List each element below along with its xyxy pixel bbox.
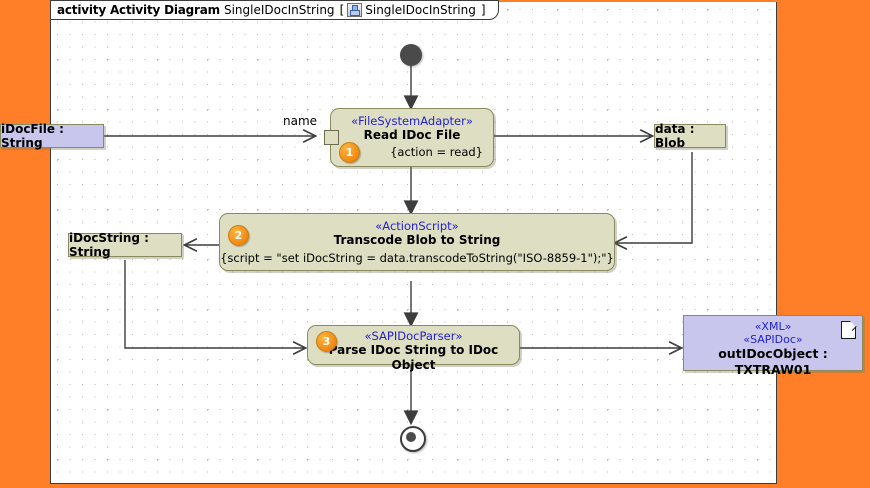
object-node-label: iDocFile : String bbox=[1, 122, 64, 150]
frame-qualified-name: SingleIDocInString bbox=[365, 3, 476, 17]
action-badge-3: 3 bbox=[316, 331, 337, 352]
action-badge-1: 1 bbox=[339, 142, 360, 163]
activity-diagram-icon bbox=[347, 3, 363, 17]
object-node-outidocobject[interactable]: «XML» «SAPIDoc» outIDocObject : TXTRAW01 bbox=[683, 315, 863, 377]
action-stereotype: «FileSystemAdapter» bbox=[351, 114, 473, 128]
action-property: {action = read} bbox=[390, 145, 483, 159]
object-node-data[interactable]: data : Blob bbox=[654, 122, 726, 150]
action-name: Transcode Blob to String bbox=[333, 233, 501, 247]
diagram-frame-header: activity Activity Diagram SingleIDocInSt… bbox=[50, 0, 499, 21]
action-name: Parse IDoc String to IDoc Object bbox=[328, 343, 499, 372]
action-node-transcode-blob-to-string[interactable]: «ActionScript» Transcode Blob to String … bbox=[219, 213, 615, 271]
action-name: Read IDoc File bbox=[363, 128, 461, 142]
input-pin-name[interactable] bbox=[324, 130, 339, 145]
frame-bracket-open: [ bbox=[339, 3, 345, 17]
input-pin-label: name bbox=[283, 114, 318, 128]
initial-node[interactable] bbox=[400, 44, 422, 66]
action-property: {script = "set iDocString = data.transco… bbox=[220, 251, 614, 265]
xml-stereotype-1: «XML» bbox=[754, 320, 792, 333]
action-node-parse-idoc-string[interactable]: «SAPIDocParser» Parse IDoc String to IDo… bbox=[307, 325, 520, 372]
object-node-idocfile[interactable]: iDocFile : String bbox=[0, 122, 104, 150]
frame-type-label: Activity Diagram bbox=[109, 3, 220, 17]
action-stereotype: «SAPIDocParser» bbox=[364, 329, 463, 343]
object-node-label: iDocString : String bbox=[69, 231, 149, 259]
object-node-label: outIDocObject : TXTRAW01 bbox=[718, 346, 828, 377]
object-node-label: data : Blob bbox=[655, 122, 695, 150]
action-stereotype: «ActionScript» bbox=[375, 219, 459, 233]
diagram-frame-tab[interactable]: activity Activity Diagram SingleIDocInSt… bbox=[50, 0, 499, 20]
frame-keyword: activity bbox=[57, 3, 106, 17]
xml-stereotype-2: «SAPIDoc» bbox=[743, 333, 803, 346]
action-node-read-idoc-file[interactable]: «FileSystemAdapter» Read IDoc File {acti… bbox=[330, 108, 494, 167]
final-node[interactable] bbox=[400, 426, 426, 452]
frame-diagram-name: SingleIDocInString bbox=[223, 3, 335, 17]
action-badge-2: 2 bbox=[228, 225, 249, 246]
document-icon bbox=[841, 321, 856, 339]
object-node-idocstring[interactable]: iDocString : String bbox=[68, 231, 182, 259]
frame-bracket-close: ] bbox=[480, 3, 486, 17]
